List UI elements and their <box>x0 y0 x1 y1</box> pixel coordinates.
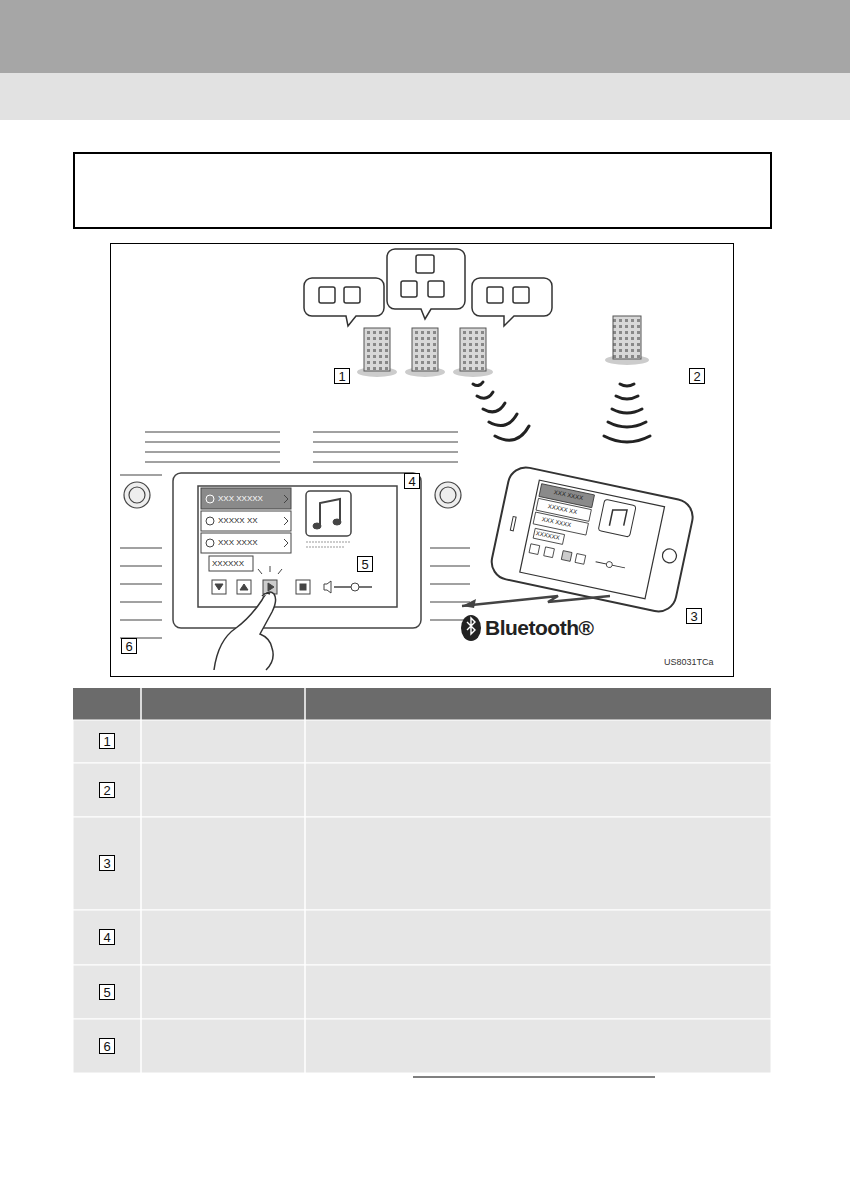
screen-list-item: XXX XXXXX <box>218 495 263 503</box>
callout-number: 6 <box>99 1038 115 1054</box>
callout-number: 1 <box>99 733 115 749</box>
footer-rule <box>413 1077 655 1078</box>
screen-list-item: XXXXX XX <box>218 517 258 525</box>
header-bar <box>0 0 850 73</box>
callout-number: 3 <box>686 608 702 624</box>
phone-list-item: XXX XXXX <box>553 490 583 502</box>
service-bubbles <box>304 249 552 326</box>
subheader-bar <box>0 73 850 120</box>
head-unit-screen <box>201 488 372 594</box>
figure-code: US8031TCa <box>664 658 714 667</box>
screen-list-item: XXX XXXX <box>218 539 258 547</box>
callout-number: 1 <box>334 368 350 384</box>
signal-waves <box>473 382 650 442</box>
illustration-frame <box>111 244 734 677</box>
screen-text-box: XXXXXX <box>212 560 244 568</box>
callout-number: 2 <box>689 368 705 384</box>
phone-list-item: XXX XXXX <box>542 516 572 528</box>
callout-number: 2 <box>99 782 115 798</box>
table-rows <box>73 688 771 1073</box>
phone-list-item: XXXXX XX <box>548 503 578 515</box>
server-buildings <box>357 316 649 377</box>
callout-number: 5 <box>357 556 373 572</box>
callout-number: 4 <box>404 473 420 489</box>
callout-number: 3 <box>99 855 115 871</box>
bluetooth-link <box>461 596 610 641</box>
callout-number: 6 <box>121 638 137 654</box>
dashboard <box>120 432 470 638</box>
table-header <box>73 688 771 720</box>
phone-text-box: XXXXXX <box>536 530 561 541</box>
callout-number: 5 <box>99 984 115 1000</box>
summary-box <box>74 153 771 228</box>
finger <box>214 592 276 670</box>
bluetooth-logo-text: Bluetooth® <box>485 617 593 638</box>
callout-number: 4 <box>99 929 115 945</box>
smartphone <box>488 464 696 615</box>
